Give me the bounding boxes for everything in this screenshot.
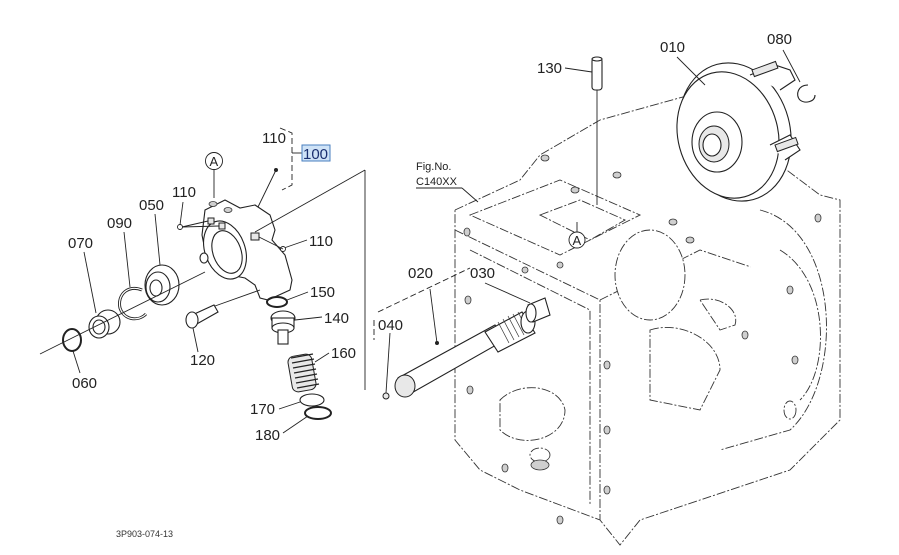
label-110-left[interactable]: 110	[172, 184, 196, 201]
part-labels: 010 080 130 110 100 110 110 050 090 070 …	[68, 31, 792, 444]
callout-a-housing: A	[568, 222, 586, 249]
label-160[interactable]: 160	[331, 345, 356, 362]
fig-no-value: C140XX	[416, 176, 458, 188]
figure-number: Fig.No. C140XX	[416, 161, 458, 188]
callout-letter: A	[210, 154, 219, 169]
part-140-valve[interactable]	[270, 310, 296, 345]
part-090-circlip[interactable]	[118, 286, 148, 321]
selected-part-highlight	[301, 144, 331, 162]
part-120-bolt[interactable]	[185, 289, 261, 329]
label-100-selected[interactable]: 100	[303, 146, 328, 163]
part-150-o-ring[interactable]	[266, 296, 288, 308]
part-080-snap-ring[interactable]	[797, 84, 816, 103]
transmission-housing	[454, 94, 841, 546]
label-130[interactable]: 130	[537, 60, 562, 77]
label-150[interactable]: 150	[310, 284, 335, 301]
part-180-circlip[interactable]	[304, 406, 332, 420]
label-030[interactable]: 030	[470, 265, 495, 282]
label-090[interactable]: 090	[107, 215, 132, 232]
fig-no-label: Fig.No.	[416, 161, 451, 173]
label-020[interactable]: 020	[408, 265, 433, 282]
label-110-right[interactable]: 110	[309, 233, 333, 250]
label-080[interactable]: 080	[767, 31, 792, 48]
callout-letter: A	[573, 233, 582, 248]
part-070-collar[interactable]	[88, 309, 121, 339]
label-040[interactable]: 040	[378, 317, 403, 334]
label-010[interactable]: 010	[660, 39, 685, 56]
drawing-code: 3P903-074-13	[116, 529, 173, 539]
part-020-shaft[interactable]	[394, 310, 536, 398]
housing-bolt-holes	[463, 154, 822, 525]
label-170[interactable]: 170	[250, 401, 275, 418]
label-180[interactable]: 180	[255, 427, 280, 444]
label-060[interactable]: 060	[72, 375, 97, 392]
leader-lines	[72, 49, 801, 434]
label-070[interactable]: 070	[68, 235, 93, 252]
part-130-pin[interactable]	[591, 56, 603, 205]
part-160-spring[interactable]	[287, 353, 320, 393]
part-060-circlip[interactable]	[62, 328, 82, 352]
part-170-washer[interactable]	[299, 393, 325, 407]
part-100-case-assembly[interactable]	[196, 199, 293, 301]
part-040-plug[interactable]	[382, 392, 390, 400]
label-140[interactable]: 140	[324, 310, 349, 327]
part-010-brake-drum[interactable]	[663, 50, 806, 214]
part-030-bushing[interactable]	[525, 297, 551, 323]
callout-a-case: A	[205, 152, 223, 170]
label-120[interactable]: 120	[190, 352, 215, 369]
label-050[interactable]: 050	[139, 197, 164, 214]
label-110-top[interactable]: 110	[262, 130, 286, 147]
